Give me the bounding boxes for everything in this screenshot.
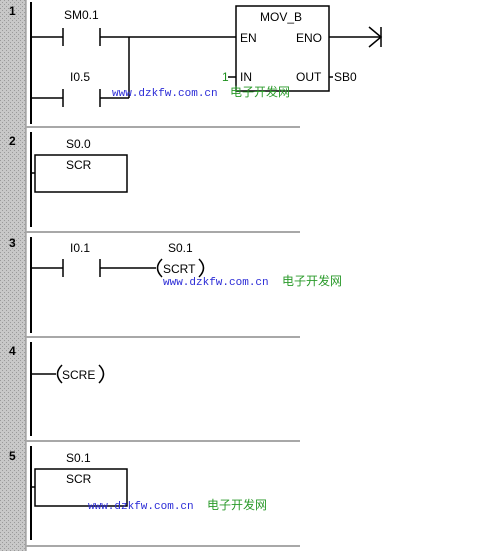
- out-value[interactable]: SB0: [334, 70, 357, 84]
- watermark-latin: www.dzkfw.com.cn: [88, 501, 194, 513]
- watermark-latin: www.dzkfw.com.cn: [112, 88, 218, 100]
- in-pin-label: IN: [240, 70, 252, 84]
- coil-label: SCRE: [62, 368, 95, 382]
- contact-address: I0.5: [70, 70, 90, 84]
- out-pin-label: OUT: [296, 70, 322, 84]
- network-gutter: [0, 0, 26, 551]
- box-address: S0.0: [66, 137, 91, 151]
- network-number-1: 1: [9, 4, 16, 18]
- coil-left-paren: [56, 364, 63, 384]
- scr-box-s0-0[interactable]: S0.0 SCR: [31, 137, 128, 193]
- coil-right-paren: [98, 364, 105, 384]
- watermark-cjk: 电子开发网: [282, 273, 342, 288]
- coil-scre[interactable]: SCRE: [31, 364, 105, 384]
- network-number-5: 5: [9, 449, 16, 463]
- scr-box-s0-1[interactable]: S0.1 SCR: [31, 451, 128, 507]
- network-4[interactable]: 4 SCRE: [9, 342, 300, 442]
- network-number-3: 3: [9, 236, 16, 250]
- mov-b-box[interactable]: MOV_B EN ENO IN OUT 1 SB0: [222, 5, 383, 92]
- contact-address: I0.1: [70, 241, 90, 255]
- contact-i0-1[interactable]: I0.1: [31, 241, 156, 277]
- watermark-cjk: 电子开发网: [207, 497, 267, 512]
- contact-i0-5[interactable]: I0.5: [31, 37, 130, 107]
- network-1[interactable]: 1 SM0.1 I0.5 MOV_B EN ENO IN OUT: [9, 2, 383, 128]
- en-pin-label: EN: [240, 31, 257, 45]
- coil-address: S0.1: [168, 241, 193, 255]
- coil-right-paren: [198, 258, 205, 278]
- eno-pin-label: ENO: [296, 31, 322, 45]
- box-title: SCR: [66, 158, 92, 172]
- box-title: SCR: [66, 472, 92, 486]
- network-number-4: 4: [9, 344, 16, 358]
- network-5[interactable]: 5 S0.1 SCR www.dzkfw.com.cn 电子开发网: [9, 446, 300, 547]
- watermark-cjk: 电子开发网: [230, 84, 290, 99]
- box-address: S0.1: [66, 451, 91, 465]
- watermark-latin: www.dzkfw.com.cn: [163, 277, 269, 289]
- in-value[interactable]: 1: [222, 70, 229, 84]
- box-title: MOV_B: [260, 10, 302, 24]
- coil-scrt[interactable]: S0.1 SCRT: [156, 241, 205, 278]
- contact-sm0-1[interactable]: SM0.1: [31, 8, 236, 46]
- coil-label: SCRT: [163, 262, 196, 276]
- network-3[interactable]: 3 I0.1 S0.1 SCRT www.dzkfw.com.cn 电子开发网: [9, 236, 342, 338]
- coil-left-paren: [156, 258, 163, 278]
- network-number-2: 2: [9, 134, 16, 148]
- network-2[interactable]: 2 S0.0 SCR: [9, 132, 300, 233]
- contact-address: SM0.1: [64, 8, 99, 22]
